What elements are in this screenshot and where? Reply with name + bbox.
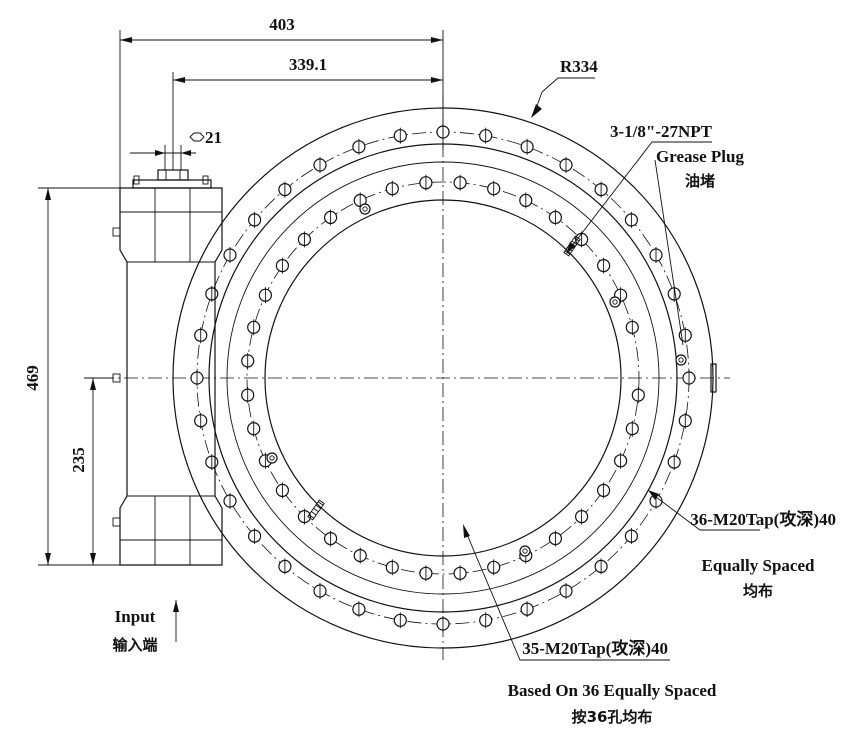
dim-center-width: 339.1 <box>289 55 327 74</box>
ring-nub <box>710 363 717 393</box>
worm-housing <box>112 169 223 566</box>
hex-nut <box>157 169 189 181</box>
dim-radius: R334 <box>560 57 598 76</box>
dim-overall-height: 469 <box>23 365 42 391</box>
grease-plug-3 <box>675 354 687 366</box>
top-flange <box>132 179 212 189</box>
inner-bore-edge <box>264 199 622 557</box>
grease-plug-5 <box>519 545 531 557</box>
inner-holes-spec: 35-M20Tap(攻深)40 <box>522 638 668 658</box>
grease-plug-marks <box>266 203 687 557</box>
outer-mounting-holes <box>190 124 696 632</box>
inner-holes-cn: 按36孔均布 <box>572 708 653 726</box>
input-label-cn: 输入端 <box>112 636 157 654</box>
input-label-en: Input <box>115 607 156 626</box>
grease-plug-cn: 油堵 <box>685 172 715 190</box>
inner-holes-en: Based On 36 Equally Spaced <box>508 681 717 700</box>
dim-input-height: 235 <box>69 447 88 473</box>
fitting-upper <box>112 227 121 237</box>
dim-overall-width: 403 <box>269 15 295 34</box>
outer-holes-en: Equally Spaced <box>702 556 815 575</box>
labels: 403 339.1 21 R334 469 235 3-1/8"-27NPT G… <box>23 15 836 726</box>
grease-plug-4 <box>266 452 278 464</box>
dimension-lines <box>38 30 760 661</box>
grease-plug-1 <box>359 203 371 215</box>
outer-holes-spec: 36-M20Tap(攻深)40 <box>690 509 836 529</box>
grease-plug-spec: 3-1/8"-27NPT <box>610 122 713 141</box>
grease-plug-2 <box>609 296 621 308</box>
inner-bolt-circle <box>246 181 640 575</box>
fitting-lower <box>112 517 121 527</box>
grease-plug-en: Grease Plug <box>656 147 744 166</box>
center-lines <box>100 95 730 660</box>
dim-hex-size: 21 <box>205 128 222 147</box>
slewing-ring <box>172 107 717 649</box>
outer-holes-cn: 均布 <box>743 582 773 600</box>
gear-step-edge <box>226 161 660 595</box>
